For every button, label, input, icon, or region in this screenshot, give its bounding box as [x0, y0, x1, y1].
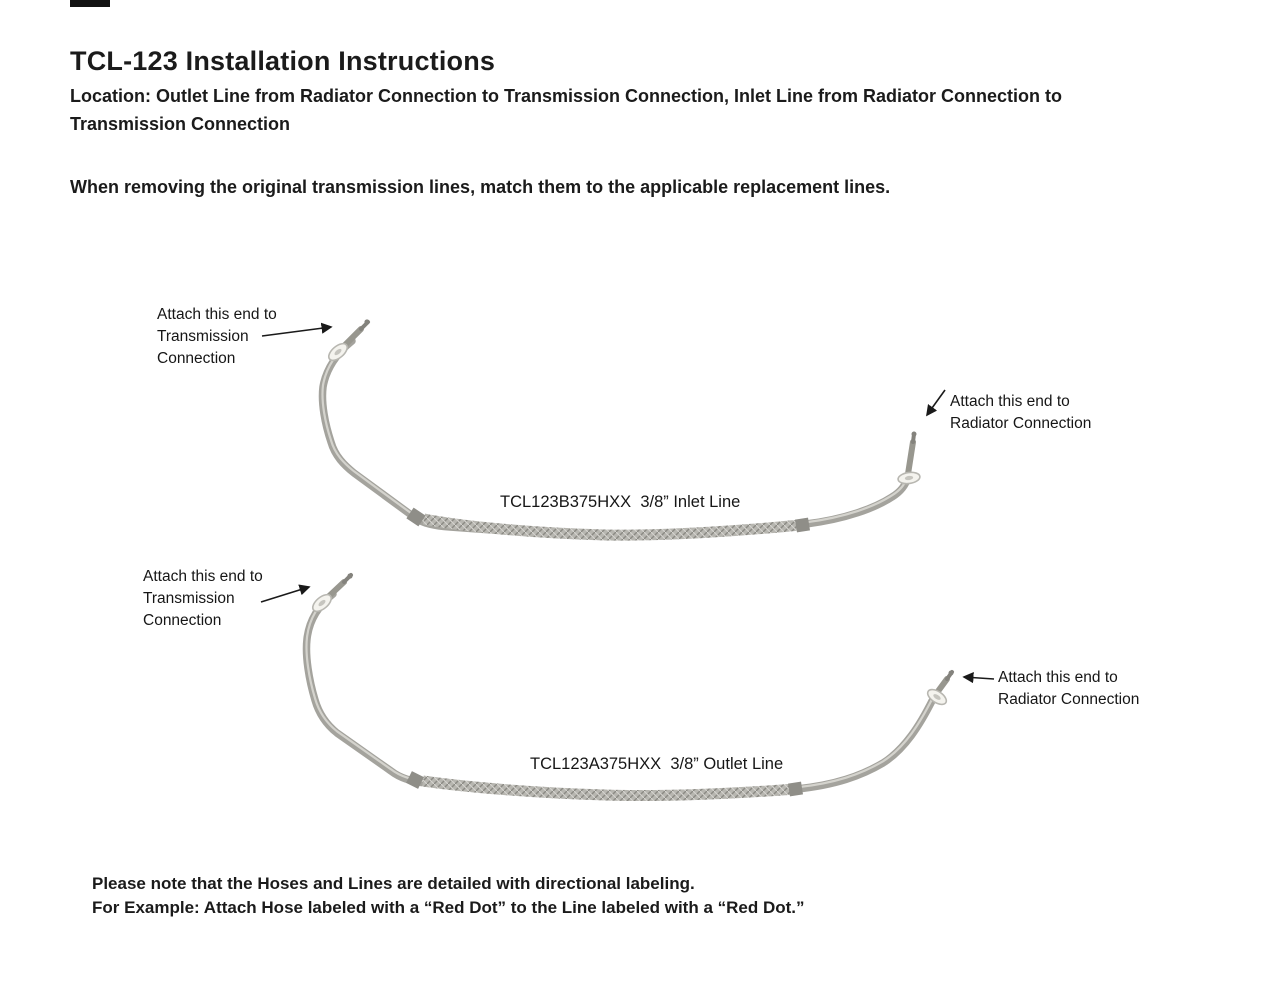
- outlet-transmission-arrow: [260, 584, 311, 603]
- outlet-part-label: TCL123A375HXX 3/8” Outlet Line: [530, 755, 784, 773]
- footer-note-1: Please note that the Hoses and Lines are…: [92, 874, 695, 893]
- inlet-radiator-annotation: Attach this end to Radiator Connection: [950, 393, 1092, 432]
- outlet-crimp-collar-right: [788, 781, 803, 797]
- inlet-radiator-fitting: [897, 431, 921, 485]
- inlet-transmission-annotation: Attach this end to Transmission Connecti…: [157, 306, 277, 367]
- outlet-radiator-arrow: [962, 672, 995, 684]
- outlet-crimp-collar-left: [406, 771, 424, 789]
- outlet-line-drawing: [302, 573, 954, 802]
- inlet-radiator-arrow: [926, 389, 946, 417]
- outlet-braided-hose: [422, 775, 796, 802]
- outlet-radiator-fitting: [926, 670, 954, 706]
- inlet-transmission-arrow: [261, 322, 333, 337]
- location-subtitle: Location: Outlet Line from Radiator Conn…: [70, 86, 1063, 134]
- inlet-part-label: TCL123B375HXX 3/8” Inlet Line: [500, 493, 741, 511]
- page-title: TCL-123 Installation Instructions: [70, 46, 496, 76]
- inlet-braided-hose: [422, 513, 801, 541]
- cropped-header-artifact: [70, 0, 110, 7]
- inlet-transmission-fitting: [327, 319, 370, 362]
- outlet-transmission-annotation: Attach this end to Transmission Connecti…: [143, 568, 263, 629]
- inlet-crimp-collar-left: [406, 507, 426, 527]
- outlet-radiator-annotation: Attach this end to Radiator Connection: [998, 669, 1140, 708]
- inlet-line-drawing: [318, 319, 921, 541]
- annotation-arrows: [260, 322, 995, 684]
- outlet-transmission-fitting: [311, 573, 353, 613]
- footer-note-2: For Example: Attach Hose labeled with a …: [92, 898, 805, 917]
- intro-text: When removing the original transmission …: [70, 177, 891, 197]
- inlet-crimp-collar-right: [795, 517, 810, 533]
